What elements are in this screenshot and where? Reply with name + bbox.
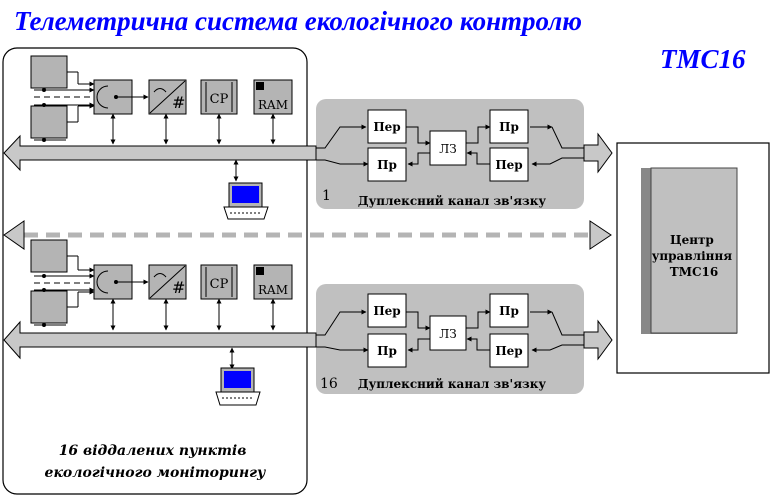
delay-line-box [429,130,467,166]
center-label-line3: ТМС16 [670,265,718,279]
receiver-box [367,147,407,182]
transmitter-box [489,333,529,368]
remote-points-caption-line1: 16 віддалених пунктів [59,443,247,459]
receiver-label: Пр [377,344,397,358]
sensor-box [30,55,68,89]
transmitter-label: Пер [373,304,400,318]
dashed-bus-right-arrow [589,220,612,250]
delay-line-label: ЛЗ [439,142,457,156]
adc-label: # [172,93,185,112]
transmitter-box [367,109,407,144]
ram-label: RAM [258,283,288,297]
channel-label: Дуплексний канал зв'язку [358,377,546,391]
transmitter-label: Пер [495,158,522,172]
sensor-box [30,239,68,273]
center-link-bus [583,319,613,361]
receiver-label: Пр [499,304,519,318]
receiver-box [489,109,529,144]
station-16: # CP RAM [3,239,317,406]
svg-text:16 віддалених пунктів екол: 16 віддалених пунктів екологічного моніт… [45,443,267,481]
computer-icon [215,367,261,406]
diagram-subtitle: ТМС16 [660,44,746,74]
transmitter-box [367,293,407,328]
cpu-box [200,264,238,300]
channel-number: 1 [322,188,331,204]
center-link-bus [583,132,613,174]
receiver-label: Пр [377,158,397,172]
cpu-label: CP [210,92,229,107]
dashed-bus-left-arrow [3,220,25,250]
cpu-box [200,79,238,115]
channel-number: 16 [320,376,338,392]
cpu-label: CP [210,277,229,292]
receiver-box [367,333,407,368]
transmitter-box [489,147,529,182]
center-label-line2: управління [652,249,733,263]
svg-text:Центр управління ТМС16: Центр управління ТМС16 [652,233,737,279]
remote-points-caption-line2: екологічного моніторингу [45,465,267,481]
ram-label: RAM [258,98,288,112]
channel-label: Дуплексний канал зв'язку [358,194,546,208]
sensor-box [30,105,68,139]
receiver-box [489,293,529,328]
receiver-label: Пр [499,120,519,134]
control-center-box [650,167,738,334]
adc-label: # [172,278,185,297]
transmitter-label: Пер [495,344,522,358]
delay-line-label: ЛЗ [439,327,457,341]
channel-1: Пер Пр ЛЗ Пр Пер 1 Дуплексний канал зв'я… [316,109,584,208]
channel-16: Пер Пр ЛЗ Пр Пер 16 Дуплексний канал зв'… [316,293,584,392]
computer-icon [223,182,269,220]
sensor-box [30,290,68,324]
transmitter-label: Пер [373,120,400,134]
center-label-line1: Центр [670,233,714,247]
delay-line-box [429,315,467,351]
diagram-title: Телеметрична система екологічного контро… [14,6,582,36]
